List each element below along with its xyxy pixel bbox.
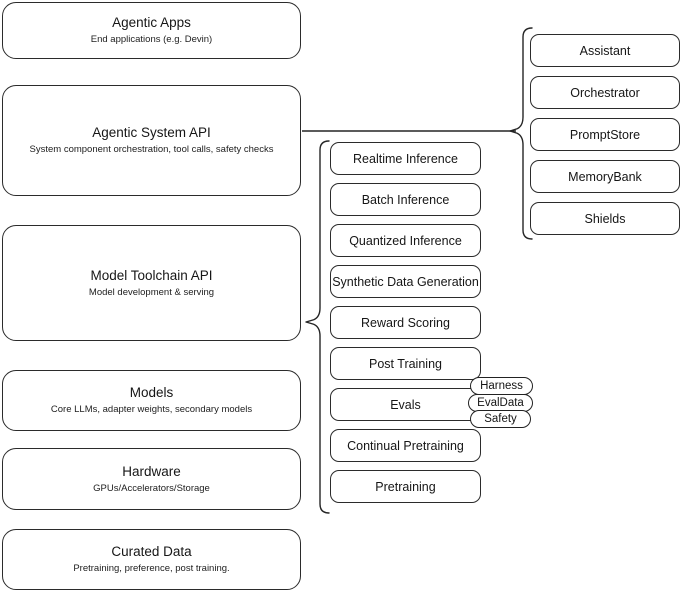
layer-subtitle: Pretraining, preference, post training. [73,563,230,574]
capability-label: Post Training [369,356,442,371]
capability-label: PromptStore [569,127,641,142]
component-promptstore[interactable]: PromptStore [530,118,680,151]
capability-label: Quantized Inference [349,233,462,248]
agentic-system-api-brace [509,27,533,240]
layer-box-curated-data[interactable]: Curated Data Pretraining, preference, po… [2,529,301,590]
capability-label: Orchestrator [570,85,640,100]
layer-box-model-toolchain-api[interactable]: Model Toolchain API Model development & … [2,225,301,341]
layer-box-models[interactable]: Models Core LLMs, adapter weights, secon… [2,370,301,431]
capability-continual-pretraining[interactable]: Continual Pretraining [330,429,481,462]
component-shields[interactable]: Shields [530,202,680,235]
layer-subtitle: Model development & serving [88,286,215,298]
capability-label: Shields [584,211,626,226]
eval-pill-label: Harness [480,379,523,392]
capability-realtime-inference[interactable]: Realtime Inference [330,142,481,175]
capability-synthetic-data-generation[interactable]: Synthetic Data Generation [330,265,481,298]
capability-evals[interactable]: Evals [330,388,481,421]
capability-label: Realtime Inference [353,151,458,166]
capability-pretraining[interactable]: Pretraining [330,470,481,503]
capability-reward-scoring[interactable]: Reward Scoring [330,306,481,339]
capability-label: Synthetic Data Generation [332,274,479,289]
capability-label: Assistant [579,43,631,58]
layer-subtitle: GPUs/Accelerators/Storage [93,482,210,494]
capability-batch-inference[interactable]: Batch Inference [330,183,481,216]
layer-subtitle: End applications (e.g. Devin) [90,34,213,45]
capability-post-training[interactable]: Post Training [330,347,481,380]
component-memorybank[interactable]: MemoryBank [530,160,680,193]
capability-label: Continual Pretraining [347,438,464,453]
layer-box-agentic-apps[interactable]: Agentic Apps End applications (e.g. Devi… [2,2,301,59]
layer-subtitle: System component orchestration, tool cal… [29,144,274,155]
layer-title: Agentic System API [92,125,211,140]
eval-pill-label: EvalData [477,396,524,409]
eval-pill-label: Safety [484,412,517,425]
capability-label: Batch Inference [361,192,450,207]
eval-pill-harness[interactable]: Harness [470,377,533,395]
layer-title: Model Toolchain API [90,267,213,283]
model-toolchain-api-brace [305,140,330,514]
layer-box-hardware[interactable]: Hardware GPUs/Accelerators/Storage [2,448,301,510]
capability-quantized-inference[interactable]: Quantized Inference [330,224,481,257]
layer-title: Curated Data [111,544,192,559]
component-orchestrator[interactable]: Orchestrator [530,76,680,109]
component-assistant[interactable]: Assistant [530,34,680,67]
layer-title: Agentic Apps [112,15,191,30]
layer-title: Hardware [122,463,181,479]
layer-title: Models [129,385,174,400]
capability-label: Evals [390,397,421,412]
capability-label: Pretraining [375,479,436,494]
layer-box-agentic-system-api[interactable]: Agentic System API System component orch… [2,85,301,196]
capability-label: Reward Scoring [361,315,450,330]
layer-subtitle: Core LLMs, adapter weights, secondary mo… [50,404,253,415]
eval-pill-safety[interactable]: Safety [470,410,531,428]
capability-label: MemoryBank [568,169,642,184]
